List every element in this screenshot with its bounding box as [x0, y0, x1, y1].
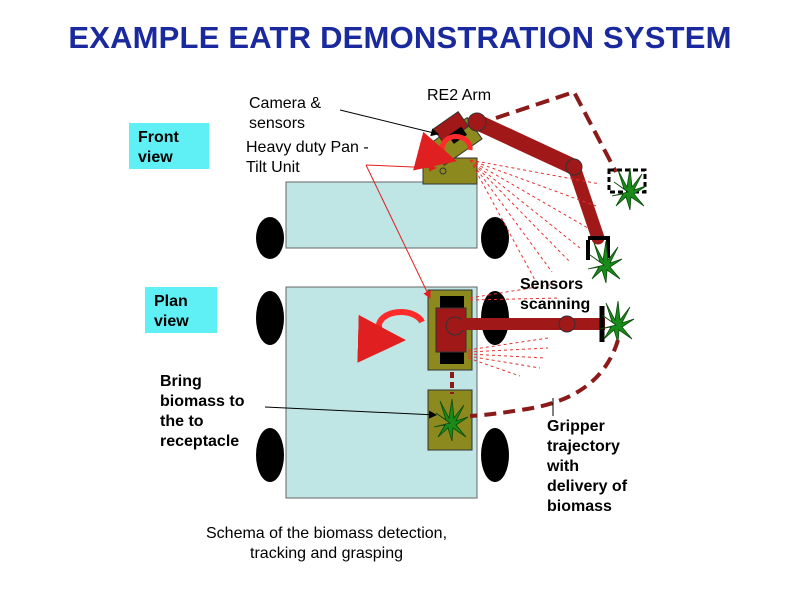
- pantilt-pointer: [365, 163, 437, 172]
- arm-segment: [567, 160, 605, 245]
- pantilt-pointer: [365, 164, 431, 299]
- scan-lines-plan: [467, 283, 561, 377]
- scan-lines-front: [469, 159, 601, 281]
- plant-icon: [611, 167, 647, 211]
- plan-view-vehicle: [256, 283, 635, 499]
- arm-segment: [469, 114, 582, 175]
- slide-title: EXAMPLE EATR DEMONSTRATION SYSTEM: [68, 20, 732, 55]
- front-view-label: Front view: [129, 123, 209, 169]
- wheel-icon: [256, 291, 284, 345]
- camera-sensors-label: Camera & sensors: [249, 95, 322, 132]
- wheel-icon: [256, 217, 284, 259]
- front-vehicle-body: [285, 181, 478, 249]
- wheel-icon: [481, 428, 509, 482]
- rotate-arrow-icon: [413, 131, 473, 171]
- plant-icon: [587, 240, 623, 284]
- gripper-trajectory: [469, 339, 620, 418]
- wheel-icon: [256, 428, 284, 482]
- diagram-caption: Schema of the biomass detection, trackin…: [206, 525, 448, 562]
- wheel-icon: [481, 217, 509, 259]
- plant-icon: [599, 300, 635, 344]
- plan-view-label: Plan view: [145, 287, 217, 333]
- re2-arm-label: RE2 Arm: [427, 87, 492, 104]
- sensors-scanning-label: Sensors scanning: [520, 276, 591, 313]
- camera-pointer: [339, 109, 439, 137]
- bring-biomass-label: Bring biomass to the to receptacle: [160, 373, 245, 450]
- pan-tilt-label: Heavy duty Pan - Tilt Unit: [246, 139, 369, 176]
- biomass-pointer: [264, 406, 437, 419]
- gripper-icon: [586, 236, 610, 260]
- arm-trajectory: [495, 89, 618, 173]
- gripper-trajectory-label: Gripper trajectory with delivery of biom…: [547, 418, 628, 515]
- rotate-arrow-icon: [357, 309, 425, 363]
